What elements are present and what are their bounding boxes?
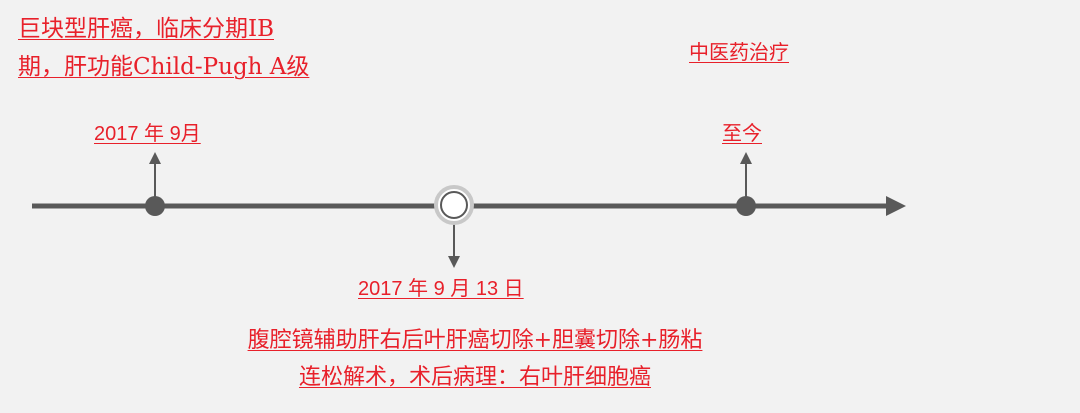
diagnosis-line-1: 巨块型肝癌，临床分期ⅠB xyxy=(18,16,274,42)
present-node xyxy=(736,196,756,216)
surgery-description-line-1: 腹腔镜辅助肝右后叶肝癌切除+胆囊切除+肠粘 xyxy=(247,328,703,353)
surgery-node-ring xyxy=(440,191,468,219)
surgery-connector-arrowhead xyxy=(448,256,460,268)
start-connector-arrowhead xyxy=(149,152,161,164)
start-date-label: 2017 年 9月 xyxy=(94,123,201,145)
present-label: 至今 xyxy=(722,123,762,145)
surgery-description: 腹腔镜辅助肝右后叶肝癌切除+胆囊切除+肠粘 连松解术，术后病理：右叶肝细胞癌 xyxy=(195,322,755,396)
tcm-treatment-label: 中医药治疗 xyxy=(689,42,789,64)
diagnosis-label: 巨块型肝癌，临床分期ⅠB 期，肝功能Child-Pugh A级 xyxy=(18,10,309,86)
surgery-description-line-2: 连松解术，术后病理：右叶肝细胞癌 xyxy=(298,365,651,390)
timeline-arrowhead xyxy=(886,196,906,216)
diagnosis-line-2: 期，肝功能Child-Pugh A级 xyxy=(18,54,310,80)
present-connector-arrowhead xyxy=(740,152,752,164)
start-node xyxy=(145,196,165,216)
surgery-date-label: 2017 年 9 月 13 日 xyxy=(358,278,524,300)
